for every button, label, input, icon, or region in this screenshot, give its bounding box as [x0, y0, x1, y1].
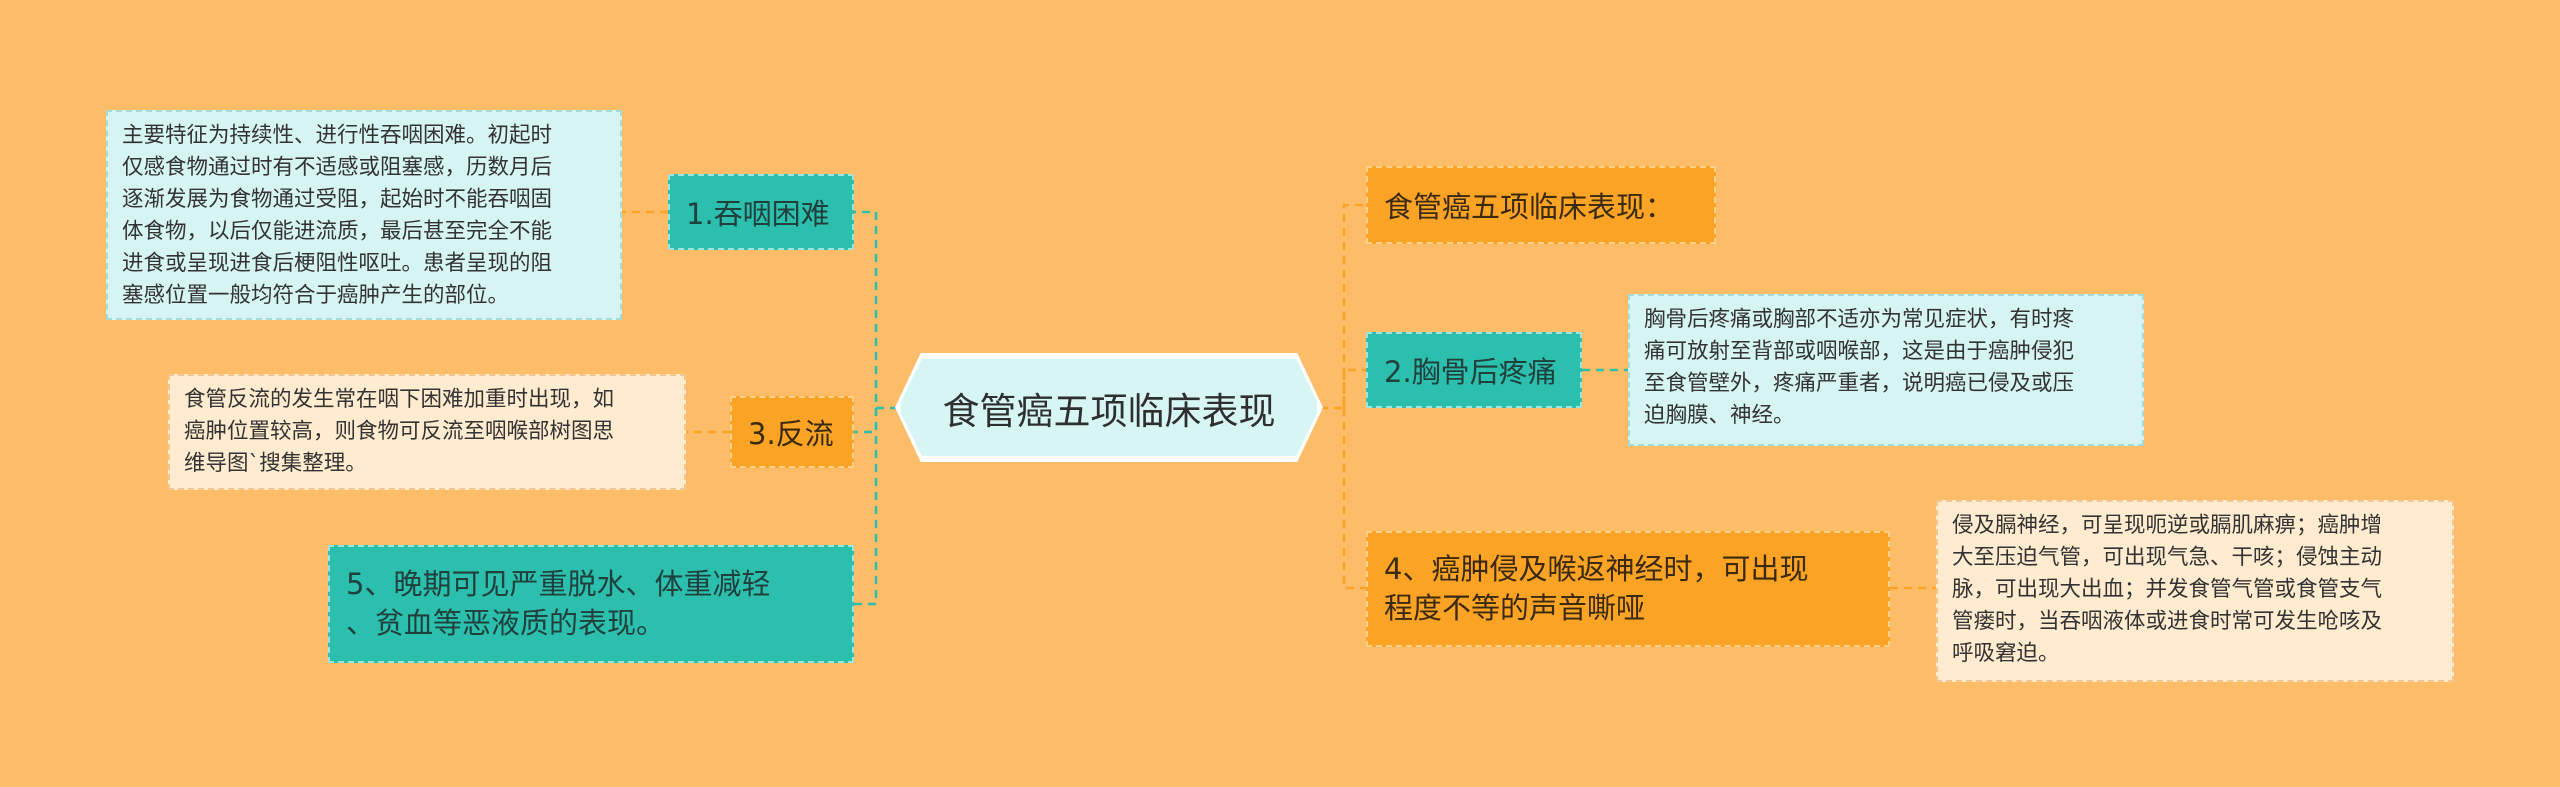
note-retrosternal-pain[interactable]: 胸骨后疼痛或胸部不适亦为常见症状，有时疼 痛可放射至背部或咽喉部，这是由于癌肿侵…	[1628, 294, 2144, 446]
link-central-topic3	[854, 408, 878, 434]
topic-retrosternal-pain[interactable]: 2.胸骨后疼痛	[1366, 332, 1582, 408]
link-central-topic2	[1342, 368, 1366, 408]
link-central-topic5	[854, 408, 878, 606]
note-reflux[interactable]: 食管反流的发生常在咽下困难加重时出现，如 癌肿位置较高，则食物可反流至咽喉部树图…	[168, 374, 686, 490]
link-central-topic4	[1342, 408, 1366, 590]
central-topic[interactable]: 食管癌五项临床表现	[898, 356, 1320, 459]
link-central-right-trunk	[1320, 203, 1366, 410]
link-central-left-trunk	[854, 210, 898, 410]
note-swallowing-difficulty-text: 主要特征为持续性、进行性吞咽困难。初起时 仅感食物通过时有不适感或阻塞感，历数月…	[122, 123, 553, 308]
topic-intro[interactable]: 食管癌五项临床表现：	[1366, 166, 1716, 244]
topic-late-stage-cachexia[interactable]: 5、晚期可见严重脱水、体重减轻 、贫血等恶液质的表现。	[328, 545, 854, 663]
note-swallowing-difficulty[interactable]: 主要特征为持续性、进行性吞咽困难。初起时 仅感食物通过时有不适感或阻塞感，历数月…	[106, 110, 622, 320]
note-reflux-text: 食管反流的发生常在咽下困难加重时出现，如 癌肿位置较高，则食物可反流至咽喉部树图…	[184, 387, 615, 476]
topic-reflux[interactable]: 3.反流	[730, 396, 854, 468]
topic-intro-label: 食管癌五项临床表现：	[1384, 190, 1675, 224]
central-topic-label: 食管癌五项临床表现	[942, 389, 1276, 433]
note-hoarseness[interactable]: 侵及膈神经，可呈现呃逆或膈肌麻痹；癌肿增 大至压迫气管，可出现气急、干咳；侵蚀主…	[1936, 500, 2454, 682]
topic-hoarseness[interactable]: 4、癌肿侵及喉返神经时，可出现 程度不等的声音嘶哑	[1366, 531, 1890, 647]
note-retrosternal-pain-text: 胸骨后疼痛或胸部不适亦为常见症状，有时疼 痛可放射至背部或咽喉部，这是由于癌肿侵…	[1644, 307, 2075, 428]
topic-retrosternal-pain-label: 2.胸骨后疼痛	[1384, 355, 1557, 389]
topic-hoarseness-label: 4、癌肿侵及喉返神经时，可出现 程度不等的声音嘶哑	[1384, 552, 1809, 625]
topic-swallowing-difficulty[interactable]: 1.吞咽困难	[668, 174, 854, 250]
topic-reflux-label: 3.反流	[748, 417, 834, 451]
topic-late-stage-cachexia-label: 5、晚期可见严重脱水、体重减轻 、贫血等恶液质的表现。	[346, 567, 771, 640]
note-hoarseness-text: 侵及膈神经，可呈现呃逆或膈肌麻痹；癌肿增 大至压迫气管，可出现气急、干咳；侵蚀主…	[1952, 513, 2383, 666]
topic-swallowing-difficulty-label: 1.吞咽困难	[686, 197, 830, 231]
